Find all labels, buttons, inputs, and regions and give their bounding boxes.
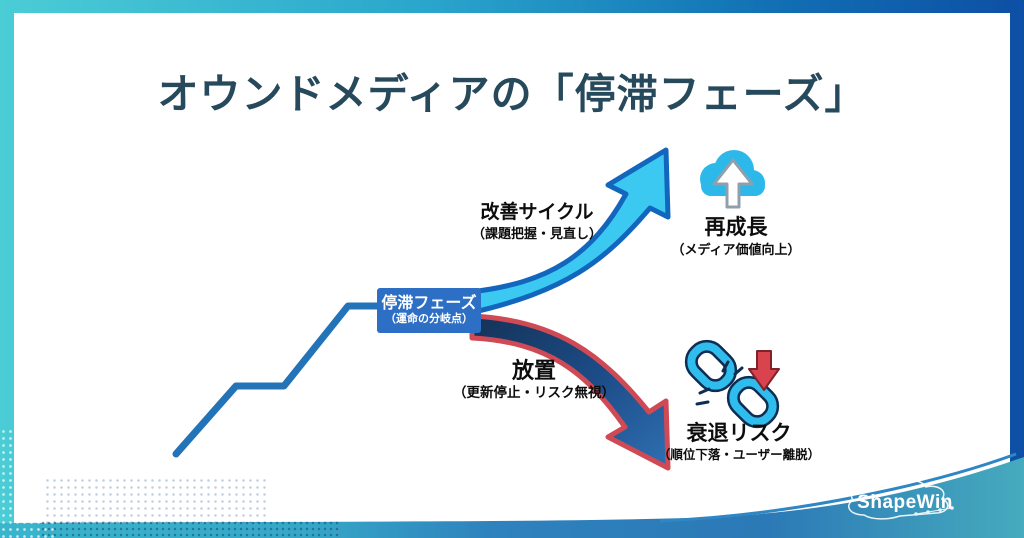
- break-sparks: [695, 360, 744, 406]
- regrowth-label-group: 再成長 （メディア価値向上）: [671, 216, 800, 258]
- decline-risk-label-group: 衰退リスク （順位下落・ユーザー離脱）: [658, 422, 820, 463]
- stagnation-label: 停滞フェーズ: [381, 295, 477, 313]
- decline-risk-label: 衰退リスク: [686, 422, 792, 445]
- improvement-cycle-label: 改善サイクル: [480, 202, 594, 223]
- logo-cloud-icon: [848, 479, 954, 520]
- neglect-note: （更新停止・リスク無視）: [453, 385, 615, 401]
- improvement-cycle-label-group: 改善サイクル （課題把握・見直し）: [472, 202, 602, 241]
- cloud-upload-icon: [700, 150, 765, 209]
- improvement-arrow: [467, 147, 671, 316]
- decline-arrow: [469, 313, 671, 471]
- regrowth-note: （メディア価値向上）: [671, 242, 801, 258]
- wave-accent-line: [659, 452, 1017, 523]
- stagnation-phase-box: 停滞フェーズ （運命の分岐点）: [377, 288, 481, 333]
- stagnation-note: （運命の分岐点）: [385, 312, 473, 325]
- shapewin-logo: ShapeWin: [857, 492, 953, 513]
- bottom-wave-band: [0, 457, 1024, 538]
- regrowth-label: 再成長: [704, 216, 768, 239]
- decline-risk-note: （順位下落・ユーザー離脱）: [657, 448, 821, 463]
- page-title: オウンドメディアの「停滞フェーズ」: [157, 71, 867, 117]
- improvement-cycle-note: （課題把握・見直し）: [471, 225, 603, 241]
- broken-chain-icon: [684, 339, 780, 429]
- red-down-arrow-icon: [748, 350, 780, 391]
- neglect-label: 放置: [511, 358, 556, 383]
- neglect-label-group: 放置 （更新停止・リスク無視）: [453, 358, 615, 401]
- growth-line: [172, 302, 388, 458]
